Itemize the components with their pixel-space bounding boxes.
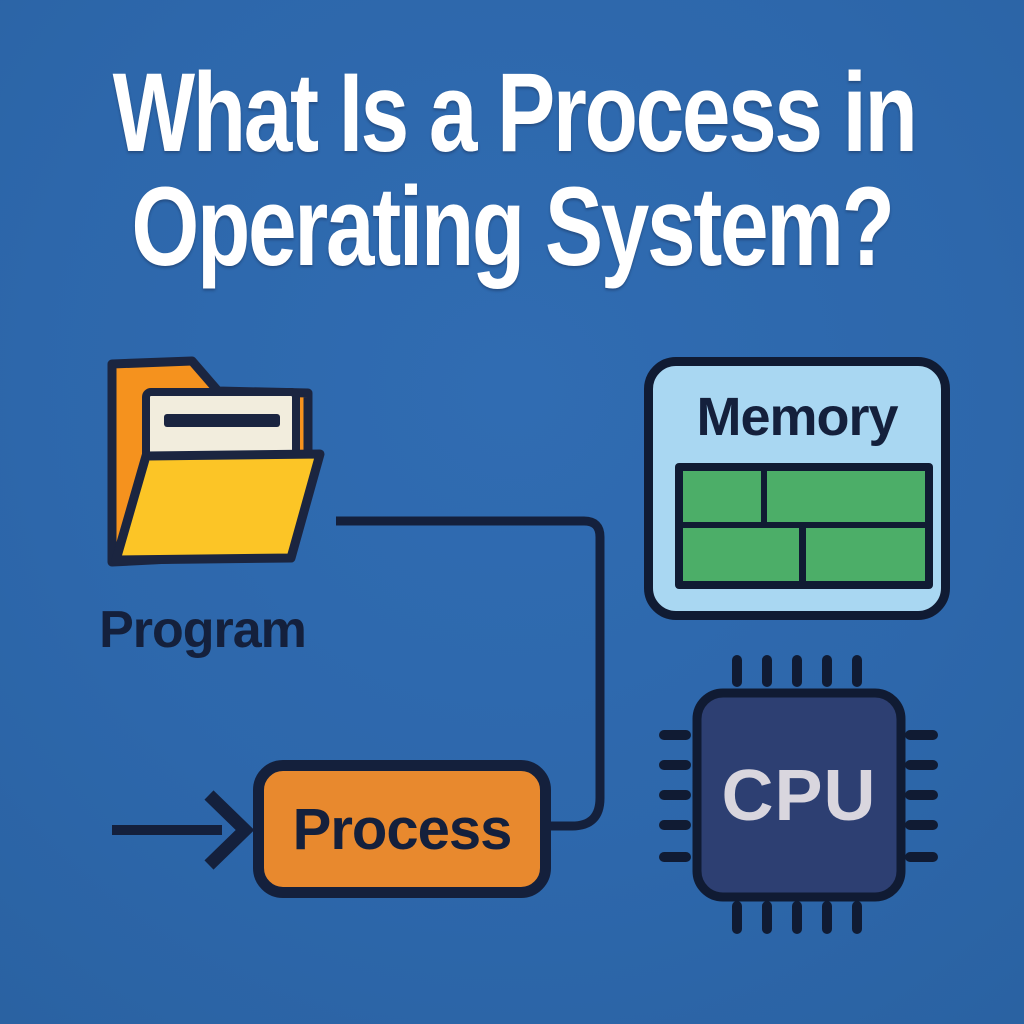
document-text-line	[164, 414, 280, 427]
folder-front-flap	[111, 449, 325, 565]
memory-block	[683, 528, 799, 581]
process-label: Process	[292, 796, 513, 862]
memory-block	[683, 471, 761, 522]
page-title: What Is a Process in Operating System?	[112, 50, 918, 290]
cpu-body	[692, 688, 906, 902]
cpu-label: CPU	[721, 756, 877, 836]
program-folder-icon	[107, 356, 325, 567]
program-label: Program	[99, 601, 307, 659]
cpu-pins	[659, 655, 938, 934]
cpu-chip-icon	[659, 655, 938, 934]
title-line-1: What Is a Process in	[112, 50, 918, 175]
arrow-icon	[112, 790, 255, 870]
memory-block	[806, 528, 925, 581]
memory-label: Memory	[696, 387, 898, 447]
memory-blocks-icon	[675, 463, 933, 589]
process-node: Process	[253, 760, 551, 898]
memory-block	[767, 471, 925, 522]
memory-box: Memory	[644, 357, 950, 620]
title-line-2: Operating System?	[131, 164, 895, 290]
